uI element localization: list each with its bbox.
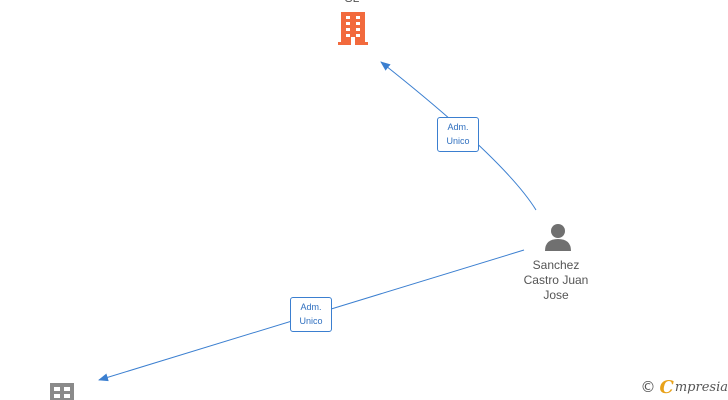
edge-role-label[interactable]: Adm. Unico — [290, 297, 332, 332]
brand-name: mpresia — [674, 379, 728, 395]
building-icon[interactable] — [50, 383, 74, 400]
edge-role-line: Adm. — [300, 302, 322, 312]
building-icon[interactable] — [338, 12, 368, 45]
edge-role-line: Unico — [299, 316, 323, 326]
person-name-line: Sanchez — [532, 258, 580, 272]
person-name-line: Jose — [543, 288, 569, 302]
brand-initial: C — [659, 376, 674, 398]
person-icon[interactable] — [545, 224, 571, 251]
person-name-line: Castro Juan — [523, 273, 589, 287]
edge-person-to-top-company[interactable] — [380, 61, 537, 211]
empresia-watermark: © C mpresia — [640, 376, 728, 398]
edge-role-label[interactable]: Adm. Unico — [437, 117, 479, 152]
person-name-label[interactable]: Sanchez Castro Juan Jose — [506, 258, 606, 303]
edge-role-line: Unico — [446, 136, 470, 146]
edge-role-line: Adm. — [447, 122, 469, 132]
copyright-icon: © — [640, 378, 656, 396]
top-company-label: SL — [322, 0, 382, 6]
